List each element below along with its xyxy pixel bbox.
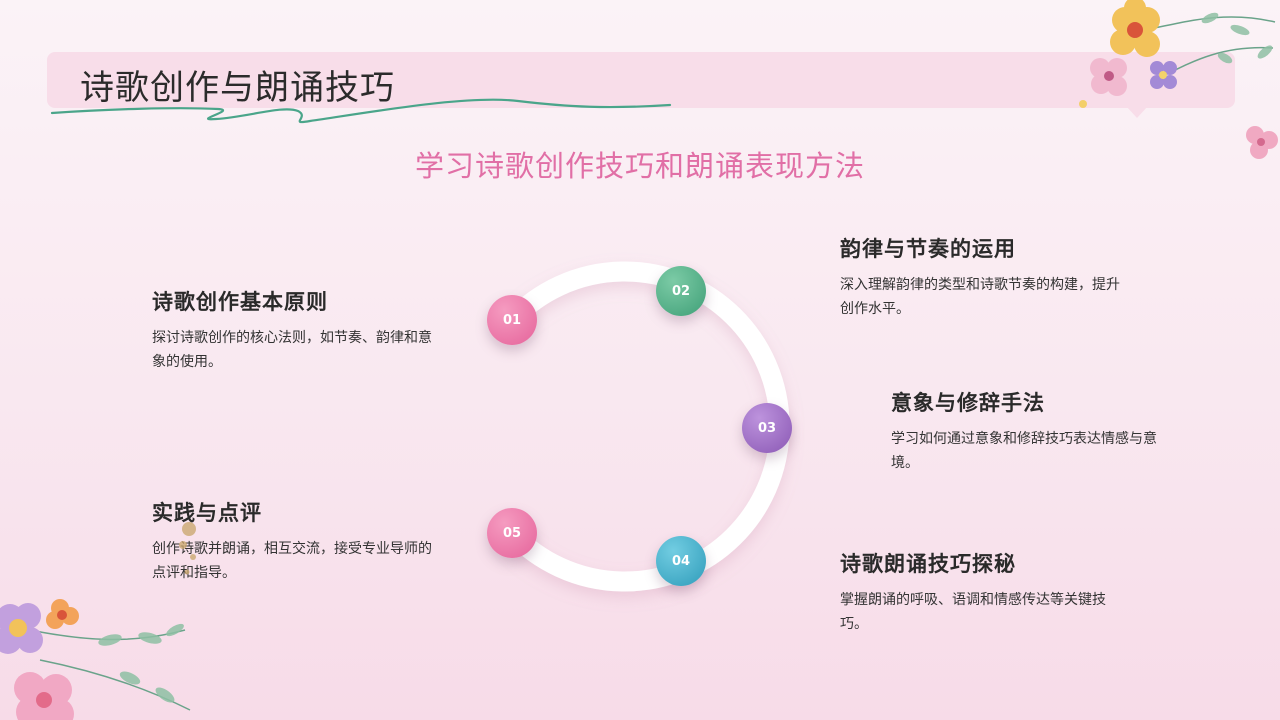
step-marker-02: 02 [656, 266, 706, 316]
step-05-description: 创作诗歌并朗诵，相互交流，接受专业导师的点评和指导。 [152, 541, 432, 581]
step-05-block: 实践与点评 创作诗歌并朗诵，相互交流，接受专业导师的点评和指导。 [152, 497, 437, 585]
title-bar [47, 52, 1235, 108]
step-marker-04: 04 [656, 536, 706, 586]
ink-splash-decoration [179, 522, 196, 575]
page-subtitle: 学习诗歌创作技巧和朗诵表现方法 [414, 149, 865, 183]
step-03-description: 学习如何通过意象和修辞技巧表达情感与意境。 [891, 431, 1157, 471]
step-02-title: 韵律与节奏的运用 [840, 237, 1016, 261]
title-bar-notch [1126, 106, 1148, 118]
step-01-block: 诗歌创作基本原则 探讨诗歌创作的核心法则，如节奏、韵律和意象的使用。 [152, 286, 437, 374]
flower-decoration-bottom-left [0, 599, 191, 720]
flower-decoration-top-right [1079, 0, 1278, 159]
step-marker-01: 01 [487, 295, 537, 345]
step-02-block: 韵律与节奏的运用 深入理解韵律的类型和诗歌节奏的构建，提升创作水平。 [840, 233, 1130, 321]
step-03-block: 意象与修辞手法 学习如何通过意象和修辞技巧表达情感与意境。 [891, 387, 1176, 475]
step-01-description: 探讨诗歌创作的核心法则，如节奏、韵律和意象的使用。 [152, 330, 432, 370]
title-underline-squiggle [50, 98, 672, 124]
step-04-title: 诗歌朗诵技巧探秘 [840, 552, 1016, 576]
step-03-title: 意象与修辞手法 [891, 391, 1045, 415]
page-title: 诗歌创作与朗诵技巧 [80, 68, 395, 108]
step-01-title: 诗歌创作基本原则 [152, 290, 328, 314]
step-04-block: 诗歌朗诵技巧探秘 掌握朗诵的呼吸、语调和情感传达等关键技巧。 [840, 548, 1125, 636]
step-04-description: 掌握朗诵的呼吸、语调和情感传达等关键技巧。 [840, 592, 1106, 632]
step-05-title: 实践与点评 [152, 501, 262, 525]
step-marker-05: 05 [487, 508, 537, 558]
step-marker-03: 03 [742, 403, 792, 453]
step-02-description: 深入理解韵律的类型和诗歌节奏的构建，提升创作水平。 [840, 277, 1120, 317]
